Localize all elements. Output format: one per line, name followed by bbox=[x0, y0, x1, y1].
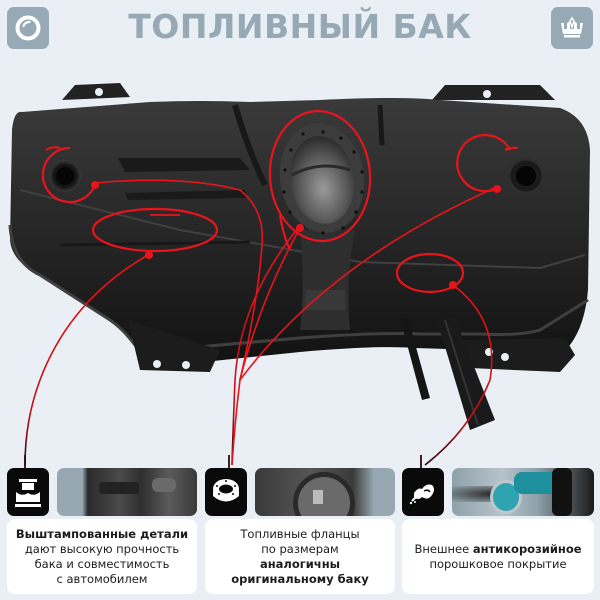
mounting-tab-bottom-right bbox=[460, 338, 575, 372]
feature-3-icon-tile bbox=[402, 468, 444, 516]
feature-3-regular-start: Внешнее bbox=[414, 541, 470, 556]
feature-2-line-3: аналогичны bbox=[259, 556, 341, 571]
feature-1-line-2: дают высокую прочность bbox=[24, 541, 180, 556]
right-filler-neck bbox=[507, 157, 545, 195]
feature-1-icon-tile bbox=[7, 468, 49, 516]
spray-gun-icon bbox=[409, 484, 434, 505]
left-filler-neck bbox=[49, 160, 81, 192]
feature-2-line-2: по размерам bbox=[261, 541, 339, 556]
fuel-flange-photo bbox=[255, 468, 395, 516]
feature-2-line-4: оригинальному баку bbox=[231, 571, 369, 586]
feature-1-description: Выштампованные детали дают высокую прочн… bbox=[7, 519, 197, 594]
feature-3-line-2: порошковое покрытие bbox=[429, 556, 567, 571]
mounting-tab-right bbox=[432, 85, 555, 100]
feature-3-description: Внешнее антикорозийное порошковое покрыт… bbox=[402, 519, 594, 594]
callout-leader-lines bbox=[24, 179, 500, 466]
stamped-tank-detail-photo bbox=[57, 468, 197, 516]
callout-anchor-dots bbox=[91, 181, 501, 289]
brand-logo-badge bbox=[7, 7, 49, 49]
feature-1-line-1: Выштампованные детали bbox=[15, 526, 189, 541]
crown-icon bbox=[561, 16, 583, 38]
stamping-press-icon bbox=[15, 479, 41, 507]
feature-2-line-1: Топливные фланцы bbox=[240, 526, 360, 541]
feature-1-line-3: бака и совместимость bbox=[34, 556, 170, 571]
feature-2-icon-tile bbox=[205, 468, 247, 516]
feature-2-description: Топливные фланцы по размерам аналогичны … bbox=[205, 519, 395, 594]
feature-3-bold: антикорозийное bbox=[472, 541, 582, 556]
spray-gun-coating-photo bbox=[452, 468, 594, 516]
ring-logo-icon bbox=[15, 15, 41, 41]
mounting-tab-bottom-left bbox=[128, 320, 220, 372]
premium-crown-badge bbox=[551, 7, 593, 49]
flange-ring-icon bbox=[213, 479, 239, 502]
callout-marks bbox=[41, 109, 519, 294]
central-fuel-flange bbox=[279, 123, 365, 235]
vent-pipe bbox=[400, 318, 430, 400]
feature-1-line-4: с автомобилем bbox=[56, 571, 148, 586]
page-title: ТОПЛИВНЫЙ БАК bbox=[128, 7, 472, 46]
